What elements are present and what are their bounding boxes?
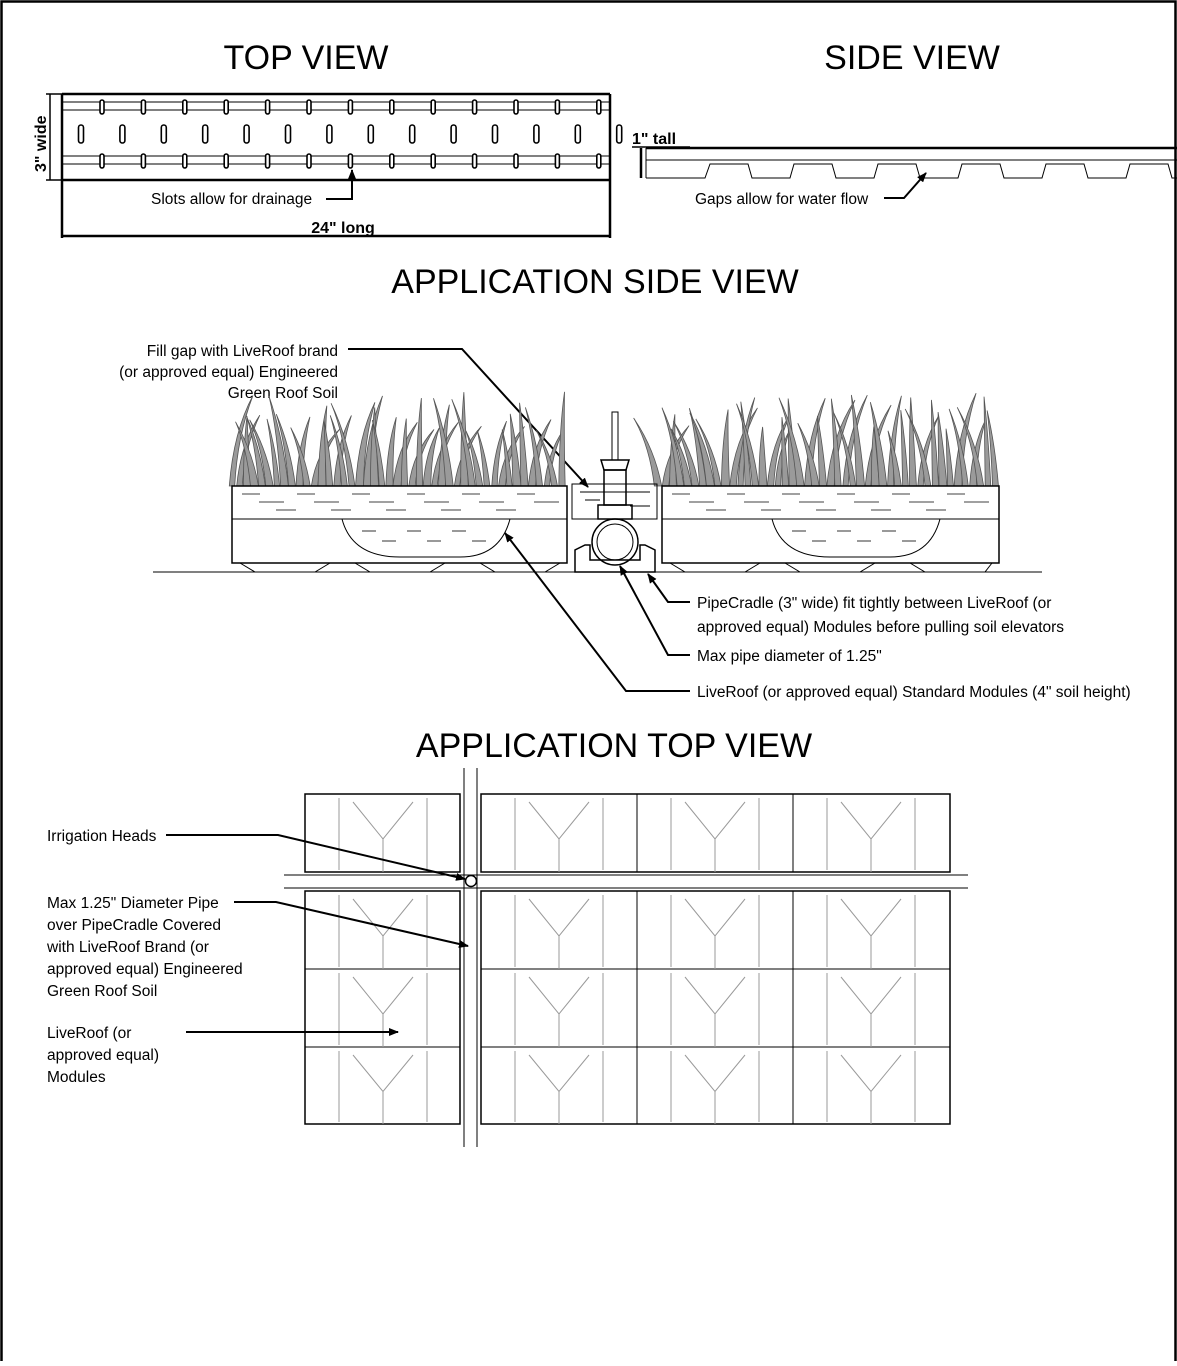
svg-text:with LiveRoof Brand (or: with LiveRoof Brand (or — [46, 939, 209, 956]
strip-side-profile — [639, 146, 1177, 179]
svg-text:Max 1.25" Diameter Pipe: Max 1.25" Diameter Pipe — [47, 895, 219, 912]
strip-top-view — [60, 92, 623, 238]
svg-text:over PipeCradle Covered: over PipeCradle Covered — [47, 917, 221, 934]
pipecradle-label-1: PipeCradle (3" wide) fit tightly between… — [697, 595, 1051, 612]
modules-label: LiveRoof (or approved equal) Modules — [47, 1025, 159, 1086]
svg-text:(or approved equal) Engineered: (or approved equal) Engineered — [119, 364, 338, 381]
max-pipe-label: Max pipe diameter of 1.25" — [697, 648, 882, 665]
module-right — [661, 485, 1000, 573]
pipe-cross-section — [591, 518, 639, 566]
pipe-horizontal — [284, 874, 968, 889]
dim-tall-label: 1" tall — [632, 131, 676, 148]
callout-gaps-leader — [884, 172, 927, 199]
svg-text:approved equal) Engineered: approved equal) Engineered — [47, 961, 243, 978]
pipe-label: Max 1.25" Diameter Pipe over PipeCradle … — [46, 895, 243, 1000]
side-view-title: SIDE VIEW — [824, 39, 1000, 77]
irrigation-heads-label: Irrigation Heads — [47, 828, 157, 845]
app-side-title: APPLICATION SIDE VIEW — [391, 263, 798, 301]
irrigation-head — [464, 874, 478, 888]
dim-wide-label: 3" wide — [33, 115, 50, 172]
drainage-slots — [77, 99, 623, 169]
max-pipe-leader — [619, 565, 690, 656]
top-view-title: TOP VIEW — [223, 39, 388, 77]
dim-long-label: 24" long — [311, 220, 375, 237]
irrigation-heads-leader — [166, 834, 466, 881]
standard-modules-label: LiveRoof (or approved equal) Standard Mo… — [697, 684, 1131, 701]
pipe-leader — [234, 901, 469, 948]
svg-text:approved equal): approved equal) — [47, 1047, 159, 1064]
app-top-title: APPLICATION TOP VIEW — [416, 727, 812, 765]
callout-gaps-label: Gaps allow for water flow — [695, 191, 869, 208]
grass-right — [633, 393, 999, 487]
pipecradle-label-2: approved equal) Modules before pulling s… — [697, 619, 1064, 636]
svg-text:Green Roof Soil: Green Roof Soil — [228, 385, 338, 402]
svg-text:Fill gap with LiveRoof brand: Fill gap with LiveRoof brand — [147, 343, 338, 360]
pipe-vertical — [463, 768, 478, 1147]
callout-slots-label: Slots allow for drainage — [151, 191, 312, 208]
fill-soil — [571, 483, 658, 520]
module-grid — [304, 793, 951, 1125]
svg-text:Modules: Modules — [47, 1069, 106, 1086]
irrigation-riser — [597, 411, 633, 520]
standard-modules-leader — [504, 532, 690, 692]
module-left — [231, 485, 568, 573]
svg-text:Green Roof Soil: Green Roof Soil — [47, 983, 157, 1000]
svg-text:LiveRoof (or: LiveRoof (or — [47, 1025, 131, 1042]
grass-left — [228, 391, 566, 487]
callout-slots-leader — [326, 169, 356, 200]
pipecradle-leader — [647, 573, 690, 603]
fill-gap-label: Fill gap with LiveRoof brand (or approve… — [119, 343, 338, 402]
pipe-cradle — [574, 544, 656, 573]
fill-gap-leader — [348, 348, 589, 488]
